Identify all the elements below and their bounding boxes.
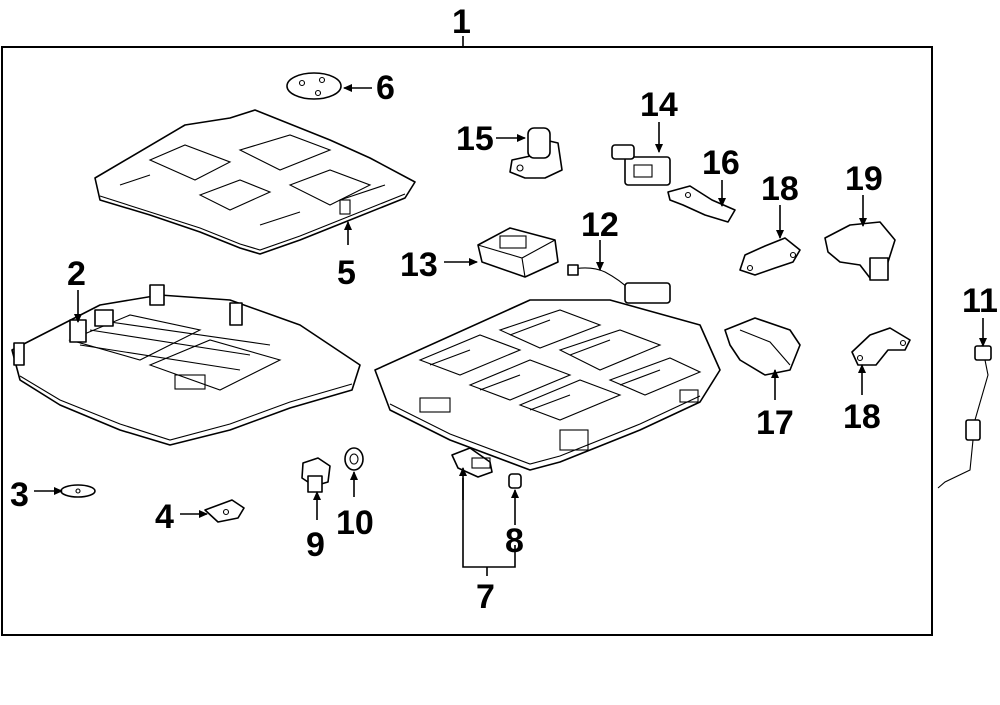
callout-5: 5 <box>337 254 356 292</box>
part-10-washer <box>344 447 364 471</box>
callout-2: 2 <box>67 255 86 293</box>
callout-6: 6 <box>376 69 395 107</box>
callout-17: 17 <box>756 404 794 442</box>
callout-10: 10 <box>336 504 374 542</box>
callout-7: 7 <box>476 578 495 616</box>
assembly-frame <box>1 46 933 636</box>
callout-13: 13 <box>400 246 438 284</box>
part-18-bracket-lower <box>851 327 911 366</box>
part-4-bracket <box>204 499 245 523</box>
part-3-washer <box>60 484 96 498</box>
callout-4: 4 <box>155 498 174 536</box>
part-6-plate <box>286 72 342 100</box>
part-9-bolt <box>301 457 331 493</box>
callout-3: 3 <box>10 476 29 514</box>
callout-18-upper: 18 <box>761 170 799 208</box>
part-15-clamp <box>509 127 563 179</box>
part-18-bracket-upper <box>739 237 801 276</box>
callout-8: 8 <box>505 522 524 560</box>
callout-1: 1 <box>452 3 471 41</box>
part-11-cable <box>937 344 992 489</box>
leader-lines <box>34 84 987 576</box>
callout-15: 15 <box>456 120 494 158</box>
part-14-sensor <box>611 144 671 186</box>
callout-12: 12 <box>581 206 619 244</box>
part-13-control-unit <box>477 227 559 278</box>
callout-14: 14 <box>640 86 678 124</box>
part-2-lower-tray <box>11 284 361 446</box>
callout-19: 19 <box>845 160 883 198</box>
callout-16: 16 <box>702 144 740 182</box>
callout-11: 11 <box>962 282 998 320</box>
callout-18-lower: 18 <box>843 398 881 436</box>
callout-9: 9 <box>306 526 325 564</box>
part-17-bracket <box>724 317 801 376</box>
part-8-grommet <box>508 473 522 489</box>
part-5-upper-cover <box>94 109 416 255</box>
part-16-bracket <box>667 185 736 223</box>
part-1-battery-module <box>374 299 721 471</box>
part-12-harness <box>567 264 671 304</box>
part-19-bracket <box>824 221 896 281</box>
